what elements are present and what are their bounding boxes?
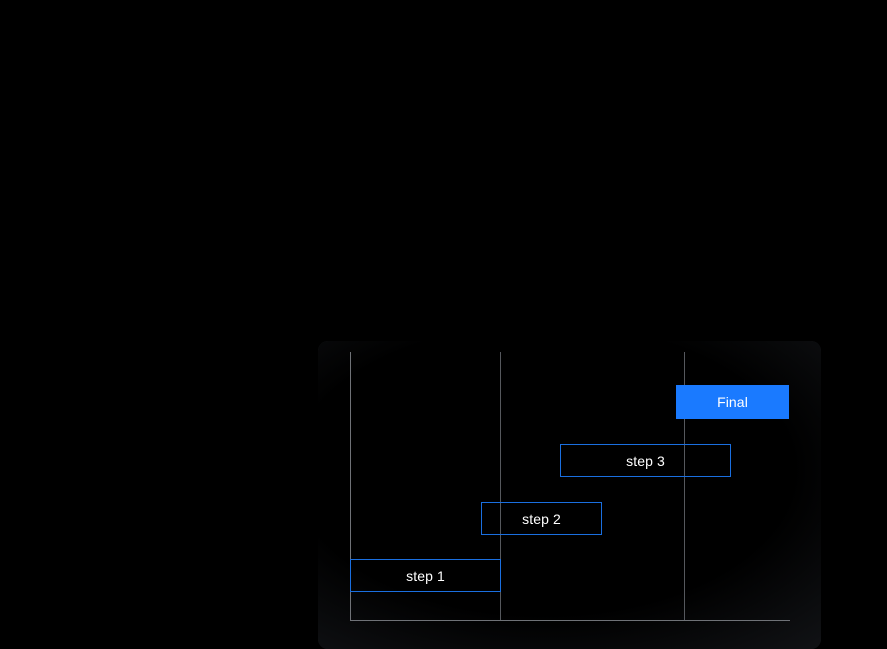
bar-step-2[interactable]: step 2 xyxy=(481,502,602,535)
y-axis-line xyxy=(350,352,351,621)
chart-panel: Final step 3 step 2 step 1 xyxy=(318,341,821,649)
x-axis-line xyxy=(350,620,790,621)
bar-label-final: Final xyxy=(717,394,748,410)
bar-label-step-3: step 3 xyxy=(626,452,665,469)
bar-step-1[interactable]: step 1 xyxy=(350,559,501,592)
bar-label-step-1: step 1 xyxy=(406,567,445,584)
bar-step-3[interactable]: step 3 xyxy=(560,444,731,477)
gridline-1 xyxy=(500,352,501,620)
gridline-2 xyxy=(684,352,685,620)
bar-final[interactable]: Final xyxy=(676,385,789,419)
bar-label-step-2: step 2 xyxy=(522,510,561,527)
